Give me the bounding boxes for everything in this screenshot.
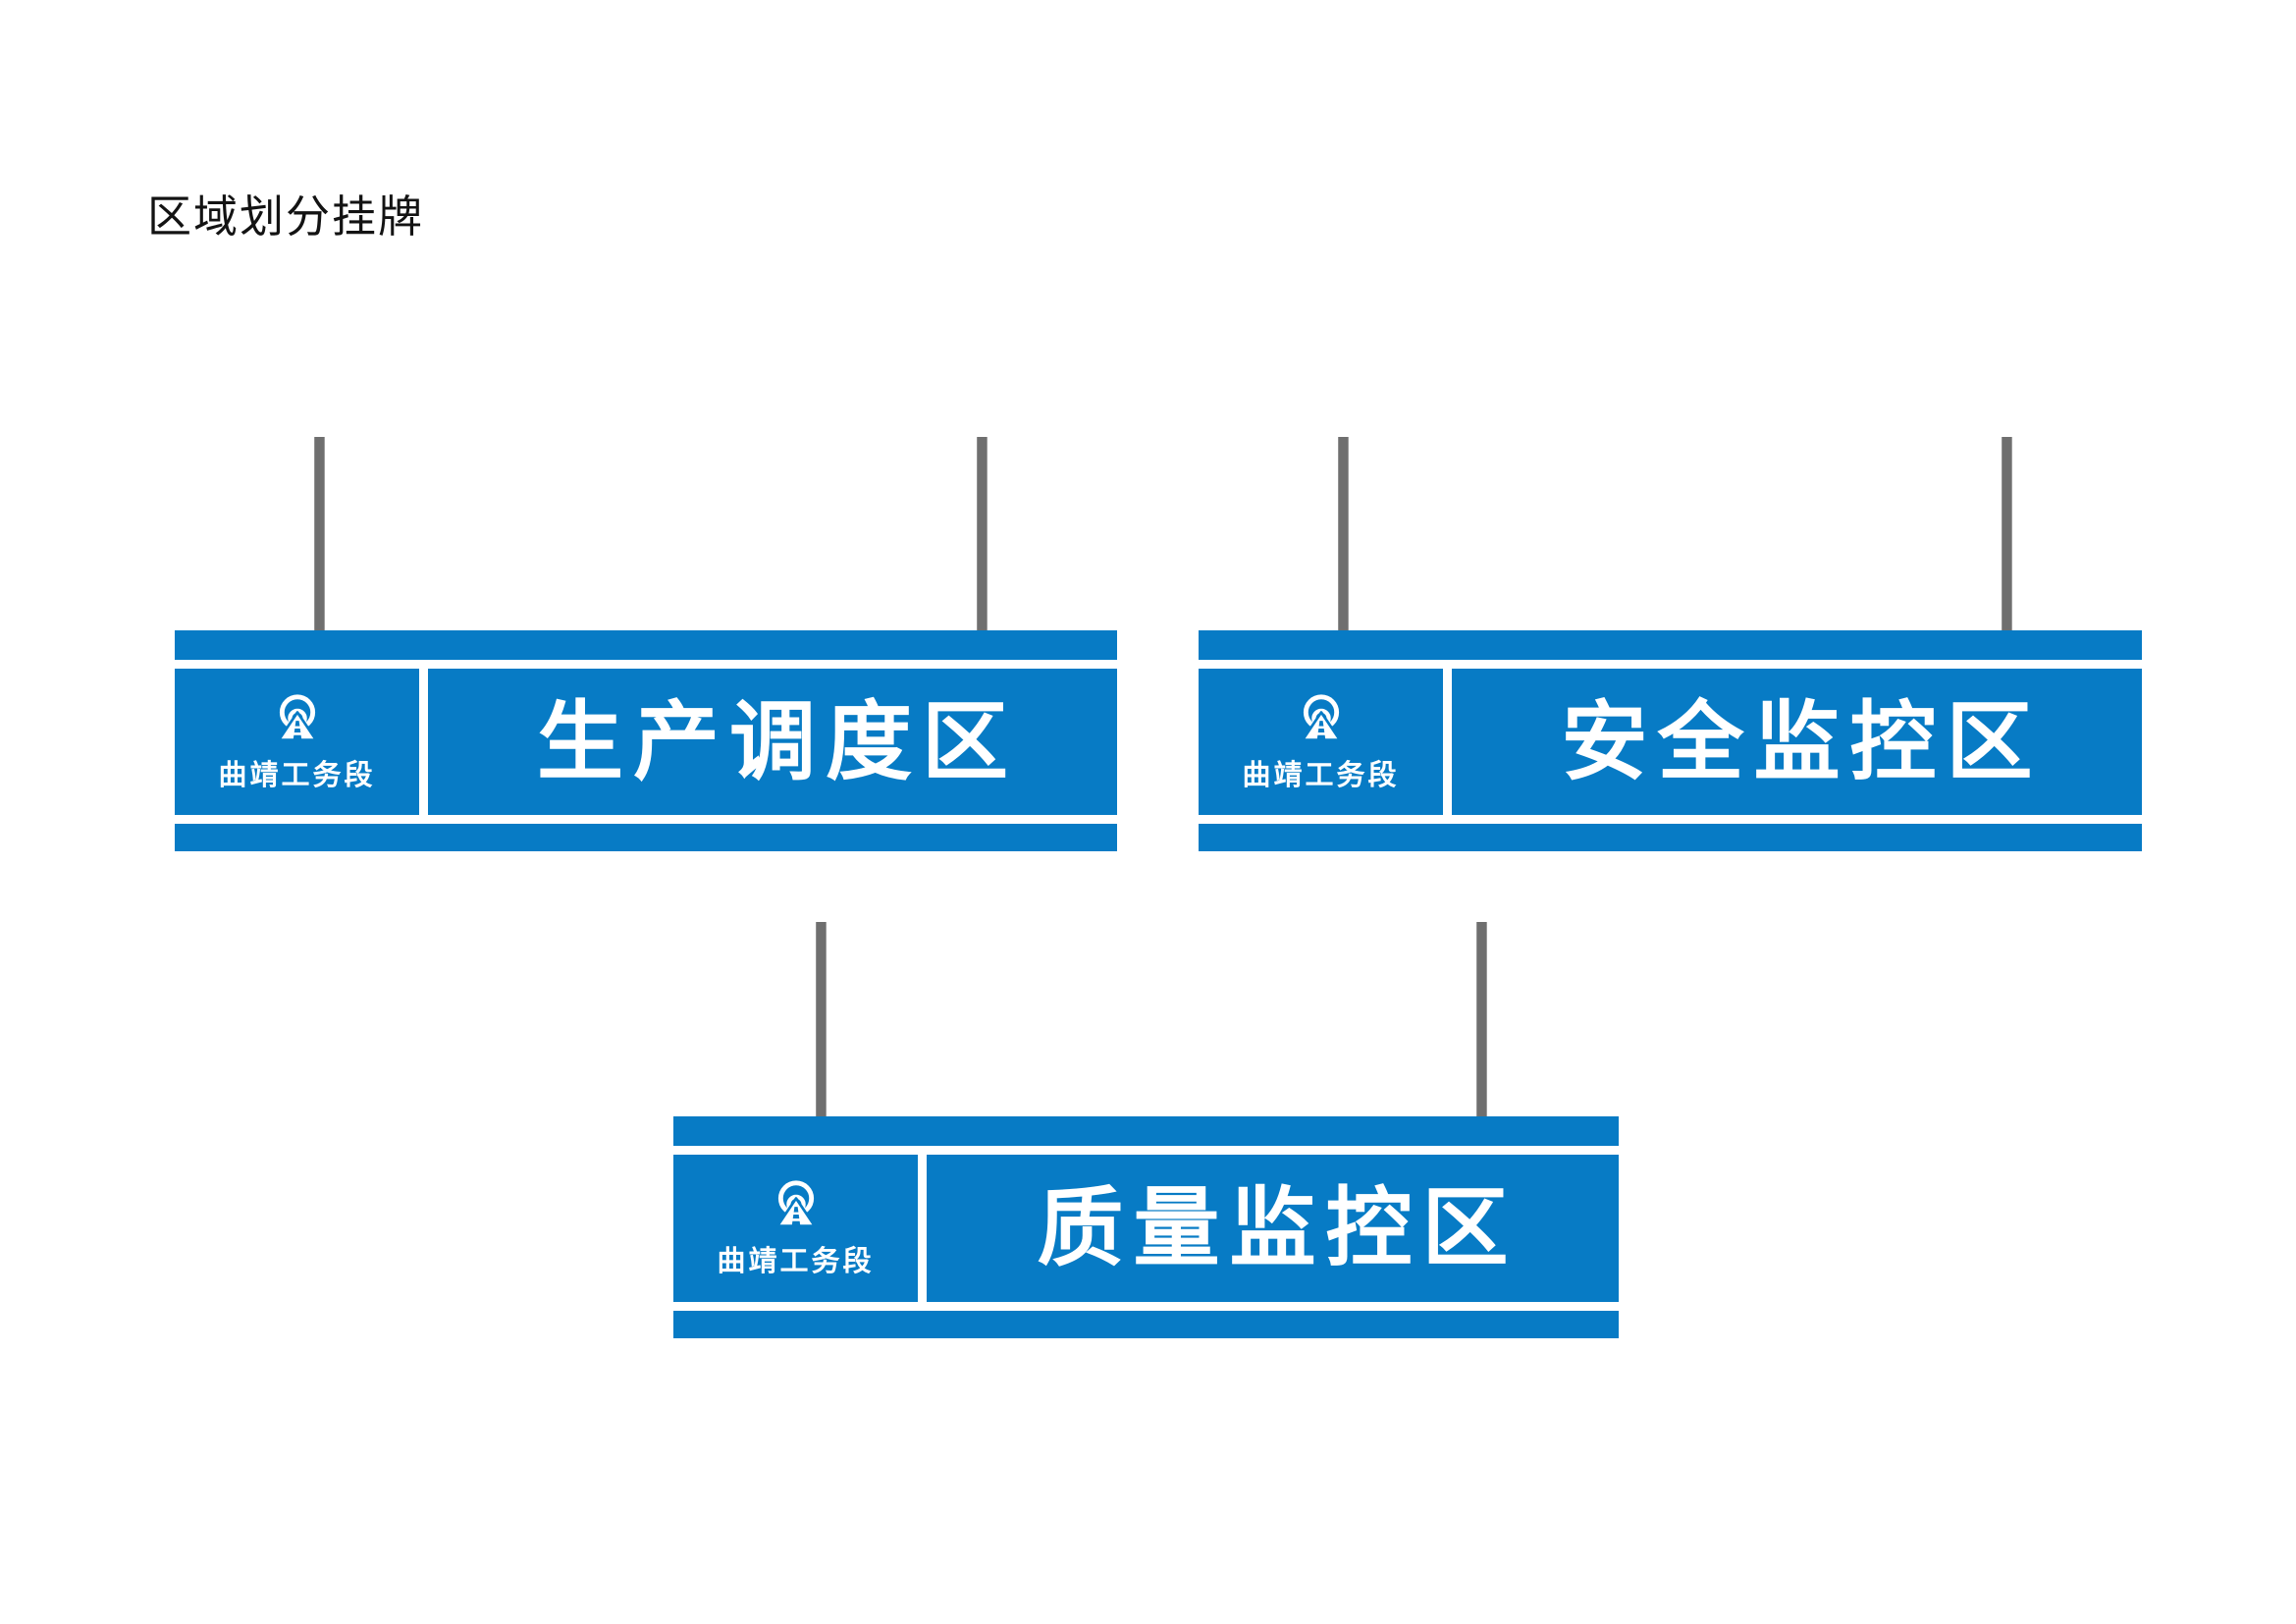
railway-logo-icon — [271, 691, 324, 746]
org-name: 曲靖工务段 — [1242, 759, 1400, 791]
sign-body: 曲靖工务段 质量监控区 — [673, 1155, 1619, 1302]
sign-top-bar — [673, 1116, 1619, 1146]
org-logo-panel: 曲靖工务段 — [175, 669, 419, 815]
hanging-sign-production-dispatch: 曲靖工务段 生产调度区 — [175, 630, 1117, 851]
hanging-rod — [816, 922, 827, 1116]
hanging-rod — [1338, 437, 1349, 631]
hanging-rod — [977, 437, 988, 631]
area-label: 质量监控区 — [1037, 1179, 1519, 1276]
sign-top-bar — [175, 630, 1117, 660]
sign-top-bar — [1199, 630, 2142, 660]
hanging-rod — [2002, 437, 2012, 631]
hanging-rod — [314, 437, 325, 631]
area-label: 安全监控区 — [1561, 692, 2043, 790]
sign-bottom-bar — [673, 1311, 1619, 1338]
sign-body: 曲靖工务段 生产调度区 — [175, 669, 1117, 815]
hanging-sign-quality-monitoring: 曲靖工务段 质量监控区 — [673, 1116, 1619, 1338]
org-name: 曲靖工务段 — [717, 1246, 875, 1277]
area-label: 生产调度区 — [536, 692, 1018, 790]
area-label-panel: 质量监控区 — [927, 1155, 1619, 1302]
hanging-rod — [1476, 922, 1487, 1116]
railway-logo-icon — [1295, 691, 1348, 746]
org-logo-panel: 曲靖工务段 — [673, 1155, 918, 1302]
area-label-panel: 生产调度区 — [428, 669, 1117, 815]
railway-logo-icon — [770, 1177, 823, 1232]
org-name: 曲靖工务段 — [218, 759, 376, 791]
page-title: 区域划分挂牌 — [147, 191, 425, 242]
area-label-panel: 安全监控区 — [1452, 669, 2142, 815]
org-logo-panel: 曲靖工务段 — [1199, 669, 1443, 815]
sign-bottom-bar — [175, 824, 1117, 851]
hanging-sign-safety-monitoring: 曲靖工务段 安全监控区 — [1199, 630, 2142, 851]
sign-body: 曲靖工务段 安全监控区 — [1199, 669, 2142, 815]
sign-bottom-bar — [1199, 824, 2142, 851]
